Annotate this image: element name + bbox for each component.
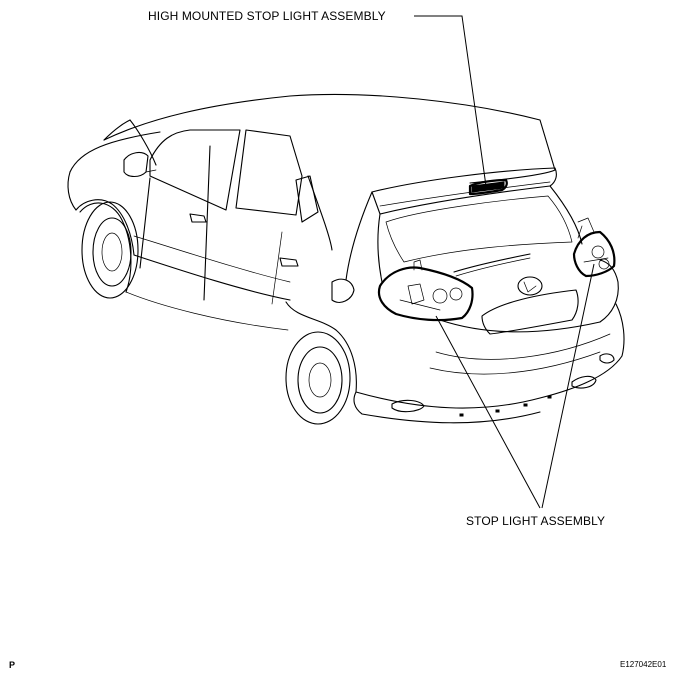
leader-line-hmsl [414, 15, 487, 187]
page-mark: P [9, 660, 16, 670]
leader-lines [414, 15, 595, 509]
leader-line-stop-left [435, 315, 541, 509]
high-mounted-stop-light-part [468, 178, 508, 196]
stop-light-assembly-label: STOP LIGHT ASSEMBLY [466, 514, 606, 528]
stop-light-left-part [377, 259, 474, 322]
figure-code: E127042E01 [620, 660, 667, 669]
stop-light-right-part [572, 217, 616, 278]
high-mounted-stop-light-label: HIGH MOUNTED STOP LIGHT ASSEMBLY [148, 9, 386, 23]
vehicle-body [67, 93, 625, 425]
leader-line-stop-right [541, 263, 595, 509]
